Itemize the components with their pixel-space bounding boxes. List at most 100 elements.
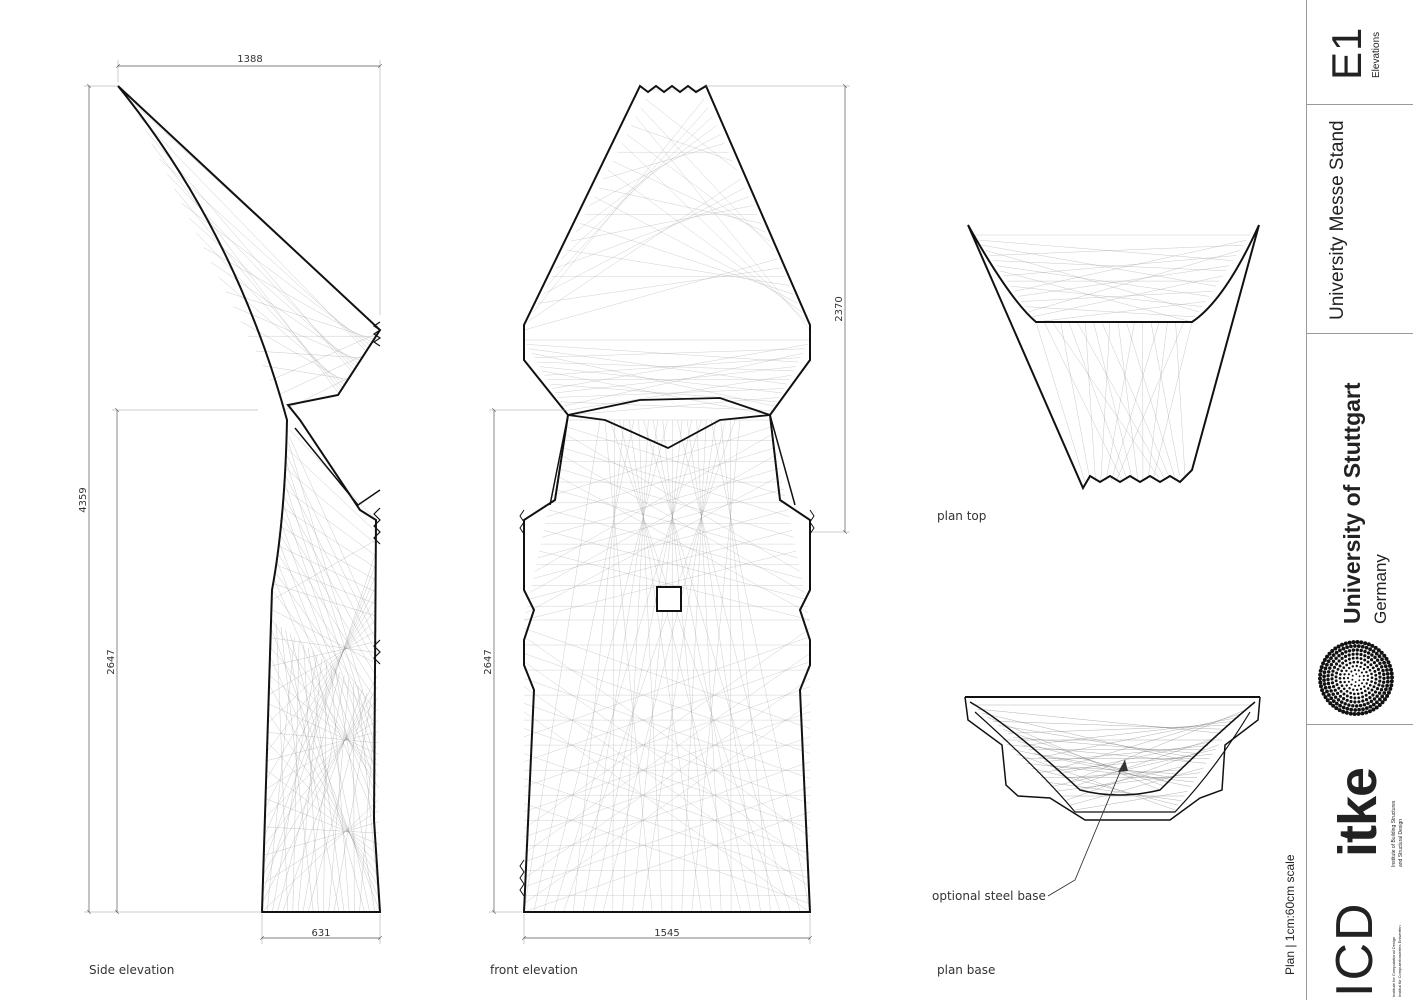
seal-dot xyxy=(1349,707,1354,712)
seal-dot xyxy=(1351,665,1354,668)
fibre-line xyxy=(281,506,377,569)
fibre-line xyxy=(533,419,635,913)
seal-dot xyxy=(1343,680,1346,684)
seal-dot xyxy=(1335,683,1339,687)
fibre-line xyxy=(353,682,355,913)
fibre-line xyxy=(1052,321,1159,478)
fibre-line xyxy=(696,419,722,913)
seal-dot xyxy=(1357,700,1361,704)
sheet-name: Elevations xyxy=(1371,31,1382,78)
front-elevation-opening xyxy=(656,586,682,612)
fibre-line xyxy=(523,678,811,779)
fibre-line xyxy=(523,736,811,838)
seal-dot xyxy=(1338,664,1342,668)
seal-dot xyxy=(1348,661,1352,665)
fibre-line xyxy=(539,366,782,394)
seal-dot xyxy=(1376,648,1381,653)
fibre-line xyxy=(262,675,378,903)
fibre-line xyxy=(1035,321,1086,483)
seal-dot xyxy=(1321,691,1326,696)
seal-dot xyxy=(1334,675,1338,679)
seal-dot xyxy=(1354,681,1357,683)
fibre-line xyxy=(553,419,702,913)
seal-dot xyxy=(1361,707,1365,712)
seal-dot xyxy=(1330,673,1334,677)
fibre-line xyxy=(269,641,378,667)
seal-dot xyxy=(1326,659,1331,664)
seal-dot xyxy=(1368,696,1372,700)
fibre-line xyxy=(203,247,373,343)
fibre-line xyxy=(546,447,776,517)
seal-dot xyxy=(1322,682,1327,686)
fibre-line xyxy=(273,577,377,821)
seal-dot xyxy=(1325,689,1329,694)
seal-dot xyxy=(1342,666,1346,669)
seal-dot xyxy=(1382,660,1386,665)
fibre-line xyxy=(269,684,381,890)
seal-dot xyxy=(1329,696,1334,701)
seal-dot xyxy=(1370,672,1373,676)
seal-dot xyxy=(1319,665,1324,670)
fibre-line xyxy=(523,786,811,888)
fibre-line xyxy=(262,365,350,380)
fibre-line xyxy=(987,716,1161,791)
seal-dot xyxy=(1334,656,1338,661)
fibre-line xyxy=(528,178,741,322)
seal-dot xyxy=(1371,702,1376,707)
seal-dot xyxy=(1373,645,1378,650)
seal-dot xyxy=(1339,680,1342,684)
fibre-line xyxy=(560,454,805,593)
fibre-line xyxy=(264,573,377,837)
fibre-line xyxy=(268,713,380,879)
fibre-line xyxy=(265,596,377,780)
fibre-line xyxy=(526,344,799,363)
seal-dot xyxy=(1322,674,1326,679)
dim-front-height-upper: 2370 xyxy=(834,296,845,321)
seal-dot xyxy=(1371,649,1376,654)
fibre-line xyxy=(992,720,1226,730)
seal-dot xyxy=(1323,695,1328,700)
seal-dot xyxy=(1351,678,1354,681)
fibre-line xyxy=(529,348,787,385)
fibre-line xyxy=(598,187,762,224)
seal-dot xyxy=(1366,665,1370,669)
fibre-line xyxy=(557,388,785,398)
seal-dot xyxy=(1336,644,1341,649)
seal-dot xyxy=(1386,660,1391,665)
seal-dot xyxy=(1327,685,1332,690)
fibre-line xyxy=(635,116,811,331)
seal-dot xyxy=(1381,684,1385,688)
fibre-line xyxy=(622,419,649,913)
fibre-line xyxy=(730,419,732,913)
seal-dot xyxy=(1368,683,1372,687)
seal-dot xyxy=(1340,656,1344,660)
seal-dot xyxy=(1343,654,1348,658)
fibre-line xyxy=(274,564,377,605)
seal-dot xyxy=(1366,687,1370,690)
seal-dot xyxy=(1347,649,1352,653)
seal-dot xyxy=(1338,648,1342,653)
fibre-line xyxy=(1032,275,1223,318)
seal-dot xyxy=(1341,709,1346,714)
note-optional-steel-base: optional steel base xyxy=(932,889,1046,903)
seal-dot xyxy=(1356,711,1361,716)
fibre-line xyxy=(1025,306,1196,318)
fibre-line xyxy=(273,570,377,713)
fibre-line xyxy=(284,376,352,411)
seal-dot xyxy=(1344,650,1348,654)
seal-dot xyxy=(1389,671,1394,676)
fibre-line xyxy=(710,419,811,913)
seal-dot xyxy=(1337,659,1341,663)
seal-dot xyxy=(1325,698,1330,703)
seal-dot xyxy=(1353,696,1357,700)
fibre-line xyxy=(1045,781,1182,801)
seal-dot xyxy=(1318,672,1323,677)
fibre-line xyxy=(269,675,379,766)
seal-dot xyxy=(1341,705,1346,710)
university-seal-logo xyxy=(1318,640,1394,716)
dim-side-width-top: 1388 xyxy=(237,54,262,65)
fibre-line xyxy=(330,665,350,913)
seal-dot xyxy=(1364,710,1369,715)
fibre-line xyxy=(662,419,712,913)
fibre-line xyxy=(592,419,692,913)
